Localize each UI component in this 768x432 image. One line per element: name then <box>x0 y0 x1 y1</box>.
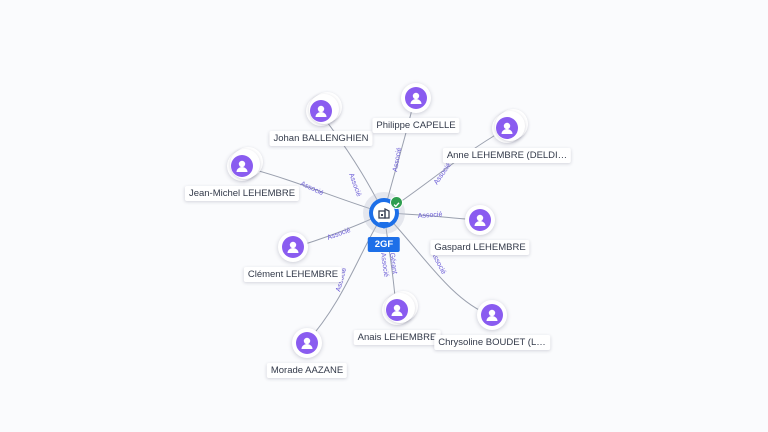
person-avatar[interactable] <box>306 92 342 126</box>
edge-label-jeanmichel: Associé <box>299 180 324 197</box>
person-name[interactable]: Jean-Michel LEHEMBRE <box>184 186 300 201</box>
person-name[interactable]: Anais LEHEMBRE <box>353 330 441 345</box>
edge-label-johan: Associé <box>347 172 362 198</box>
person-icon <box>501 122 513 134</box>
person-name[interactable]: Chrysoline BOUDET (L… <box>434 335 550 350</box>
person-name[interactable]: Morade AAZANE <box>266 363 348 378</box>
person-icon <box>301 337 313 349</box>
person-avatar[interactable] <box>382 291 418 325</box>
person-icon <box>391 304 403 316</box>
person-name[interactable]: Gaspard LEHEMBRE <box>430 240 530 255</box>
building-icon <box>378 207 390 219</box>
person-icon <box>486 309 498 321</box>
company-label[interactable]: 2GF <box>367 237 401 252</box>
person-avatar[interactable] <box>465 205 495 235</box>
edge-label-philippe: Associé <box>392 147 403 172</box>
person-avatar[interactable] <box>292 328 322 358</box>
company-pin[interactable] <box>369 198 399 229</box>
edge-label-anais-gerant: Gérant <box>388 252 398 274</box>
person-icon <box>315 105 327 117</box>
person-name[interactable]: Anne LEHEMBRE (DELDI… <box>442 148 572 163</box>
person-name[interactable]: Johan BALLENGHIEN <box>269 131 373 146</box>
person-name[interactable]: Clément LEHEMBRE <box>243 267 343 282</box>
person-icon <box>410 92 422 104</box>
check-icon <box>390 196 403 209</box>
person-avatar[interactable] <box>401 83 431 113</box>
edge-label-anais-associe: Associé <box>379 252 389 277</box>
person-avatar[interactable] <box>477 300 507 330</box>
person-icon <box>287 241 299 253</box>
edge-label-anne: Associé <box>433 162 453 186</box>
person-name[interactable]: Philippe CAPELLE <box>372 118 460 133</box>
person-icon <box>236 160 248 172</box>
person-avatar[interactable] <box>278 232 308 262</box>
person-icon <box>474 214 486 226</box>
edge-label-clement: Associé <box>326 227 352 242</box>
edge-morade <box>305 212 385 344</box>
person-avatar[interactable] <box>492 109 528 143</box>
person-avatar[interactable] <box>227 147 263 181</box>
edge-chrysoline <box>383 212 491 316</box>
edge-jeanmichel <box>243 166 385 214</box>
edge-label-gaspard: Associé <box>418 211 443 220</box>
